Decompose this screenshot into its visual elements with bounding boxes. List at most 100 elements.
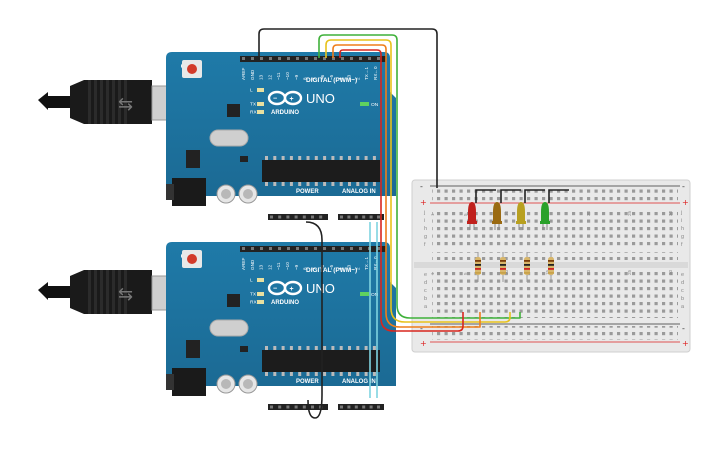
crystal	[209, 129, 249, 147]
row-label: g	[681, 234, 684, 240]
wire-green	[318, 34, 521, 319]
analog-pin-label: A1	[348, 396, 353, 402]
svg-text:−: −	[273, 286, 277, 293]
analog-pin-label: A5	[378, 396, 383, 402]
pin-label: 8	[303, 267, 308, 270]
digital-header-label: DIGITAL (PWM~)	[306, 77, 357, 84]
pin-label: 4	[338, 77, 343, 80]
mcu-chip	[262, 350, 380, 372]
pin-label: ~10	[285, 262, 290, 270]
resistor[interactable]	[500, 252, 506, 282]
digital-header	[240, 56, 386, 62]
led-label: RX	[250, 300, 257, 306]
analog-pin-label: A0	[341, 206, 346, 212]
usb-icon: ⇆	[118, 284, 133, 305]
crystal	[209, 319, 249, 337]
analog-pin-label: A0	[341, 396, 346, 402]
power-jack[interactable]	[172, 178, 206, 206]
analog-header-label: ANALOG IN	[342, 189, 376, 195]
wire-black-gnd	[258, 28, 438, 188]
pin-label: 13	[259, 74, 264, 80]
arduino-logo: −+	[267, 280, 303, 296]
power-pin-label: GND	[310, 203, 315, 212]
column-number: 10	[504, 269, 509, 275]
on-label: ON	[371, 292, 379, 298]
row-label: j	[680, 210, 682, 216]
power-header	[268, 214, 328, 220]
pin-label: RX←0	[373, 256, 378, 270]
column-number: 5	[463, 213, 468, 216]
led-yellow[interactable]	[516, 189, 545, 230]
analog-header	[338, 214, 384, 220]
column-number: 25	[627, 210, 632, 216]
reset-button-cap[interactable]	[187, 254, 197, 264]
power-pin-label: 5V	[294, 397, 299, 402]
led-red[interactable]	[467, 189, 496, 230]
wire-yellow	[325, 39, 511, 323]
column-number: 30	[668, 210, 673, 216]
analog-pin-label: A3	[363, 206, 368, 212]
digital-header-label: DIGITAL (PWM~)	[306, 267, 357, 274]
column-number: 20	[586, 210, 591, 216]
pin-label: 2	[355, 77, 360, 80]
pin-label: ~11	[276, 72, 281, 80]
analog-header-label: ANALOG IN	[342, 379, 376, 385]
pin-label: 12	[267, 264, 272, 270]
rail-minus-top: -	[420, 182, 423, 191]
analog-pin-label: A1	[348, 206, 353, 212]
row-label: i	[424, 218, 425, 224]
on-led	[360, 292, 369, 296]
column-number: 25	[627, 269, 632, 275]
power-pin-label: GND	[302, 203, 307, 212]
power-pin-label: Vin	[318, 205, 323, 212]
pin-label: 2	[355, 267, 360, 270]
mcu-chip	[262, 160, 380, 182]
power-header	[268, 404, 328, 410]
power-pin-label: 5V	[294, 207, 299, 212]
pin-label: 12	[267, 74, 272, 80]
pin-label: RX←0	[373, 66, 378, 80]
row-label: e	[681, 272, 684, 278]
row-label: i	[681, 218, 682, 224]
resistor[interactable]	[548, 252, 554, 282]
brand-label: ARDUINO	[271, 300, 299, 306]
resistor[interactable]	[475, 252, 481, 282]
pin-label: GND	[250, 69, 255, 80]
bottom-power-rails	[430, 323, 680, 343]
lower-terminal-strip	[432, 252, 678, 260]
resistor[interactable]	[524, 252, 530, 282]
column-number: 10	[504, 210, 509, 216]
usb-icon: ⇆	[118, 94, 133, 115]
power-jack[interactable]	[172, 368, 206, 396]
pin-label: ~6	[320, 74, 325, 80]
analog-pin-label: A4	[371, 206, 376, 212]
row-label: b	[681, 296, 684, 302]
pin-label: ~9	[294, 74, 299, 80]
regulator	[186, 340, 200, 358]
column-number: 1	[430, 272, 435, 275]
svg-text:+: +	[290, 286, 294, 293]
row-label: e	[424, 272, 427, 278]
led-orange[interactable]	[492, 189, 521, 230]
pin-label: 8	[303, 77, 308, 80]
wire-black-boards	[305, 221, 323, 419]
reset-button-cap[interactable]	[187, 64, 197, 74]
model-label: UNO	[306, 281, 335, 296]
power-pin-label: IOREF	[269, 389, 274, 402]
power-pin-label: 3.3V	[285, 203, 290, 212]
led-green[interactable]	[540, 189, 569, 230]
analog-pin-label: A4	[371, 396, 376, 402]
regulator	[186, 150, 200, 168]
power-pin-label: Vin	[318, 395, 323, 402]
power-pin-label: GND	[310, 393, 315, 402]
rail-plus-bottom-right: +	[682, 339, 689, 348]
analog-pin-label: A2	[356, 396, 361, 402]
led-group	[467, 189, 569, 282]
brand-label: ARDUINO	[271, 110, 299, 116]
row-label: g	[424, 234, 427, 240]
row-label: h	[424, 226, 427, 232]
column-number: 20	[586, 269, 591, 275]
